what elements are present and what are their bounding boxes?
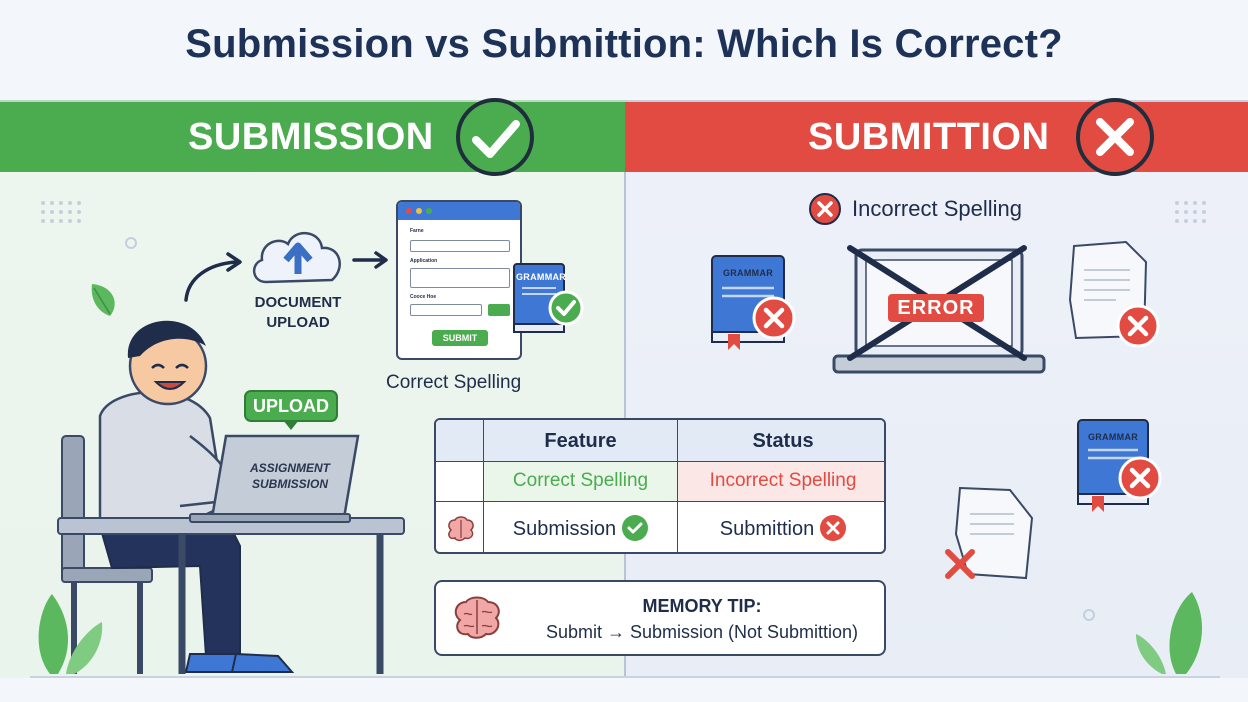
student-at-desk-illustration — [57, 320, 405, 674]
leaf-icon — [91, 284, 115, 316]
laptop-screen-text-1: ASSIGNMENT — [249, 461, 330, 475]
form-window: Farne Application Cooce Hoe SUBMIT — [396, 200, 522, 360]
form-input-3[interactable] — [410, 304, 482, 316]
brain-icon-large — [454, 596, 500, 639]
grammar-book-check-icon — [513, 263, 584, 333]
window-dot-green — [426, 208, 432, 214]
ground-line — [30, 676, 1220, 678]
grammar-book-x-icon — [711, 255, 796, 350]
crumpled-paper-x-icon — [945, 486, 1034, 580]
memory-tip-title: MEMORY TIP: — [642, 596, 762, 616]
form-field-label-3: Cooce Hoe — [410, 294, 437, 300]
error-text: ERROR — [888, 294, 984, 322]
table-cell-submission: Submission — [484, 502, 678, 552]
dots-decoration-right — [1175, 201, 1206, 223]
upload-bubble: UPLOAD — [244, 390, 338, 422]
x-icon — [820, 514, 847, 541]
submit-button[interactable]: SUBMIT — [432, 330, 488, 346]
dots-decoration — [41, 201, 81, 223]
cloud-upload-icon — [253, 232, 341, 284]
circle-decoration — [125, 237, 137, 249]
right-arrow-icon — [352, 251, 388, 269]
x-circle-icon — [1076, 98, 1154, 176]
laptop-screen-text-2: SUBMISSION — [251, 477, 328, 491]
brain-icon — [448, 516, 474, 542]
incorrect-spelling-caption: Incorrect Spelling — [852, 196, 1022, 221]
crumpled-paper-icon — [1068, 240, 1160, 348]
curved-arrow-icon — [184, 252, 242, 302]
table-cell-brain — [436, 502, 484, 552]
memory-tip-body: Submit → Submission (Not Submittion) — [545, 622, 859, 642]
plant-left-icon — [38, 594, 103, 674]
check-circle-icon — [456, 98, 534, 176]
submittion-word: Submittion — [719, 518, 815, 540]
table-cell-correct-spelling: Correct Spelling — [484, 462, 678, 501]
incorrect-x-icon — [809, 193, 841, 225]
table-header-status: Status — [752, 430, 814, 452]
upload-bubble-tail — [283, 420, 299, 430]
table-row-spelling: Correct Spelling Incorrect Spelling — [436, 462, 884, 502]
submission-word: Submission — [512, 518, 617, 540]
submittion-header: SUBMITTION — [808, 116, 1050, 158]
table-row-words: Submission Submittion — [436, 502, 884, 552]
plant-right-icon — [1136, 592, 1203, 674]
memory-tip-box: MEMORY TIP: Submit → Submission (Not Sub… — [434, 580, 886, 656]
document-upload-label-2: UPLOAD — [266, 314, 330, 331]
page-title: Submission vs Submittion: Which Is Corre… — [185, 22, 1063, 66]
window-dot-yellow — [416, 208, 422, 214]
submission-header: SUBMISSION — [188, 116, 434, 158]
grammar-book-x-icon-2 — [1077, 419, 1162, 512]
form-input-1[interactable] — [410, 240, 510, 252]
check-icon — [622, 514, 649, 541]
form-field-label-2: Application — [410, 258, 438, 264]
grammar-book-label-right-2: GRAMMAR — [1087, 432, 1139, 442]
form-field-label-1: Farne — [410, 228, 424, 234]
document-upload-label-1: DOCUMENT — [254, 294, 342, 311]
table-header-row: Feature Status — [436, 420, 884, 462]
table-cell-incorrect-spelling: Incorrect Spelling — [678, 462, 884, 501]
table-cell-empty — [436, 462, 484, 501]
form-small-button[interactable] — [488, 304, 510, 316]
window-dot-red — [406, 208, 412, 214]
correct-spelling-caption: Correct Spelling — [386, 372, 522, 393]
form-window-titlebar — [398, 202, 520, 220]
grammar-book-label: GRAMMAR — [516, 272, 567, 282]
form-input-2[interactable] — [410, 268, 510, 288]
table-header-feature: Feature — [484, 420, 678, 461]
table-cell-submittion: Submittion — [678, 502, 884, 552]
table-header-empty — [436, 420, 484, 461]
comparison-table: Feature Status Correct Spelling Incorrec… — [434, 418, 886, 554]
grammar-book-label-right-1: GRAMMAR — [722, 268, 774, 278]
circle-decoration-right — [1083, 609, 1095, 621]
